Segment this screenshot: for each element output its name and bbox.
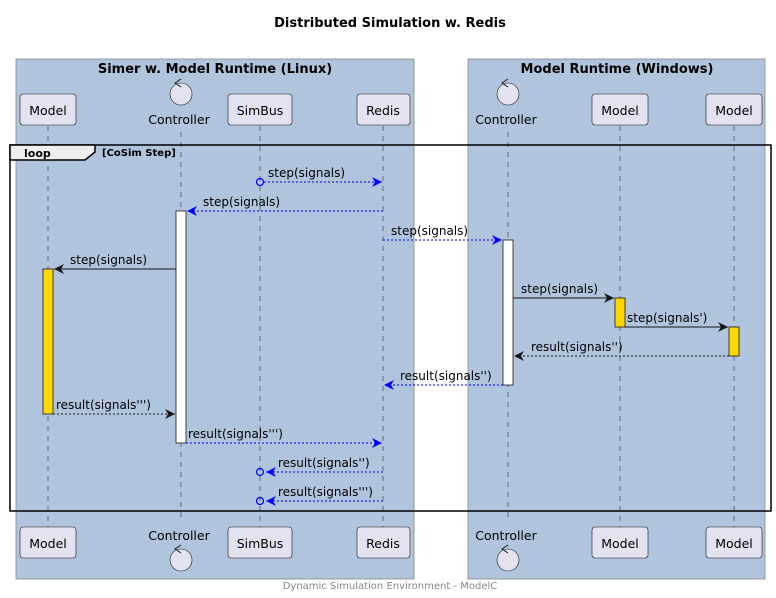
diagram-footer: Dynamic Simulation Environment - ModelC [283, 581, 498, 592]
participant-controller-linux-top-label: Controller [148, 112, 210, 127]
participant-controller-windows-top-label: Controller [475, 112, 537, 127]
participant-controller-windows-bottom-label: Controller [475, 528, 537, 543]
participant-model-linux-bottom[interactable] [19, 526, 77, 559]
participant-simbus-top[interactable] [227, 93, 293, 126]
participant-model-linux-bottom-label: Model [29, 536, 67, 551]
message-label: result(signals''') [278, 485, 373, 499]
participant-redis-bottom-label: Redis [366, 536, 400, 551]
activation-model-linux [42, 268, 54, 415]
message-target-circle [255, 467, 265, 477]
controller-arrow-icon [174, 544, 182, 554]
message-label: result(signals''') [188, 427, 283, 441]
message-label: result(signals''') [56, 398, 151, 412]
activation-model-windows-2 [728, 326, 740, 357]
message-label: step(signals) [391, 224, 468, 238]
participant-model-windows-1-bottom[interactable] [591, 526, 649, 559]
loop-condition: [CoSim Step] [102, 148, 176, 159]
message-origin-circle [255, 177, 265, 187]
controller-arrow-icon [501, 78, 509, 88]
participant-model-windows-2-bottom[interactable] [705, 526, 763, 559]
loop-frame [9, 144, 772, 512]
diagram-title: Distributed Simulation w. Redis [274, 16, 506, 31]
participant-redis-bottom[interactable] [356, 526, 411, 559]
participant-controller-windows-bottom[interactable]: Controller [475, 528, 538, 572]
loop-tab [9, 144, 96, 161]
message-label: result(signals'') [400, 369, 492, 383]
controller-arrow-icon [174, 78, 182, 88]
message-label: step(signals) [268, 166, 345, 180]
box-windows-label: Model Runtime (Windows) [521, 62, 714, 77]
participant-controller-windows-top[interactable]: Controller [475, 78, 538, 127]
controller-icon [496, 82, 520, 106]
message-label: step(signals) [521, 282, 598, 296]
participant-model-windows-1-bottom-label: Model [601, 536, 639, 551]
participant-controller-linux-top[interactable]: Controller [148, 78, 211, 127]
participant-model-windows-1-top[interactable] [591, 93, 649, 126]
activation-controller-windows [502, 239, 514, 386]
participant-controller-linux-bottom-label: Controller [148, 528, 210, 543]
participant-redis-top[interactable] [356, 93, 411, 126]
box-linux-label: Simer w. Model Runtime (Linux) [98, 62, 332, 77]
activation-controller-linux [175, 210, 187, 444]
participant-model-linux-top-label: Model [29, 103, 67, 118]
participant-model-windows-1-top-label: Model [601, 103, 639, 118]
message-label: result(signals'') [278, 456, 370, 470]
loop-keyword: loop [24, 147, 51, 160]
participant-simbus-bottom[interactable] [227, 526, 293, 559]
participant-simbus-bottom-label: SimBus [237, 536, 284, 551]
controller-arrow-icon [501, 544, 509, 554]
participant-model-windows-2-top[interactable] [705, 93, 763, 126]
controller-icon [169, 82, 193, 106]
message-label: step(signals') [627, 311, 707, 325]
controller-icon [496, 548, 520, 572]
message-label: step(signals) [70, 253, 147, 267]
participant-controller-linux-bottom[interactable]: Controller [148, 528, 211, 572]
message-target-circle [255, 496, 265, 506]
message-label: step(signals) [203, 195, 280, 209]
participant-model-windows-2-bottom-label: Model [715, 536, 753, 551]
participant-simbus-top-label: SimBus [237, 103, 284, 118]
participant-model-windows-2-top-label: Model [715, 103, 753, 118]
participant-model-linux-top[interactable] [19, 93, 77, 126]
participant-redis-top-label: Redis [366, 103, 400, 118]
activation-model-windows-1 [614, 297, 626, 328]
controller-icon [169, 548, 193, 572]
message-label: result(signals'') [531, 340, 623, 354]
